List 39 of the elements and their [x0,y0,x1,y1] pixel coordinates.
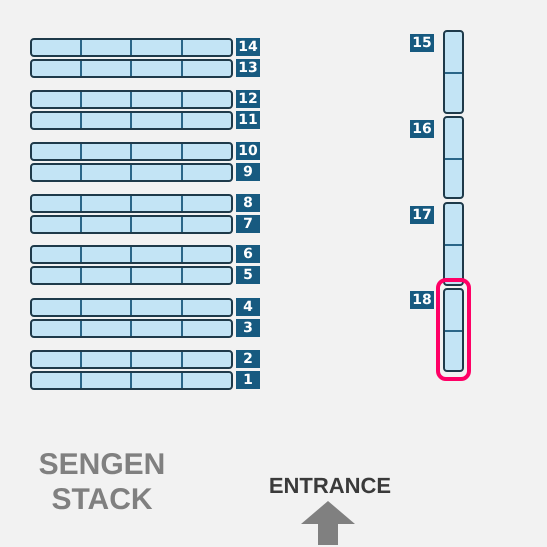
shelf-number: 2 [236,350,260,368]
shelf [30,90,233,109]
shelf-number: 16 [410,120,434,138]
shelf-number: 12 [236,90,260,108]
shelf [443,116,464,199]
shelf [30,163,233,182]
area-title: SENGEN STACK [38,448,166,517]
shelf [443,30,464,114]
shelf [443,288,464,372]
shelf [30,38,233,57]
shelf-number: 17 [410,206,434,224]
shelf-number: 5 [236,266,260,284]
shelf-number: 7 [236,215,260,233]
shelf-number: 10 [236,142,260,160]
shelf-number: 13 [236,59,260,77]
shelf [30,59,233,78]
shelf-number: 1 [236,371,260,389]
shelf [30,266,233,285]
shelf-number: 9 [236,163,260,181]
highlight-outline [436,278,471,381]
shelf [30,111,233,130]
shelf-number: 14 [236,38,260,56]
shelf-number: 8 [236,194,260,212]
shelf-number: 3 [236,319,260,337]
shelf [30,319,233,338]
shelf [30,215,233,234]
shelf [30,142,233,161]
shelf-number: 6 [236,245,260,263]
shelf-number: 15 [410,34,434,52]
shelf-number: 18 [410,291,434,309]
entrance-label: ENTRANCE [268,473,392,498]
shelf [30,350,233,369]
shelf-number: 11 [236,111,260,129]
shelf [30,245,233,264]
shelf [30,371,233,390]
shelf [30,194,233,213]
shelf-number: 4 [236,298,260,316]
shelf [30,298,233,317]
shelf [443,202,464,286]
